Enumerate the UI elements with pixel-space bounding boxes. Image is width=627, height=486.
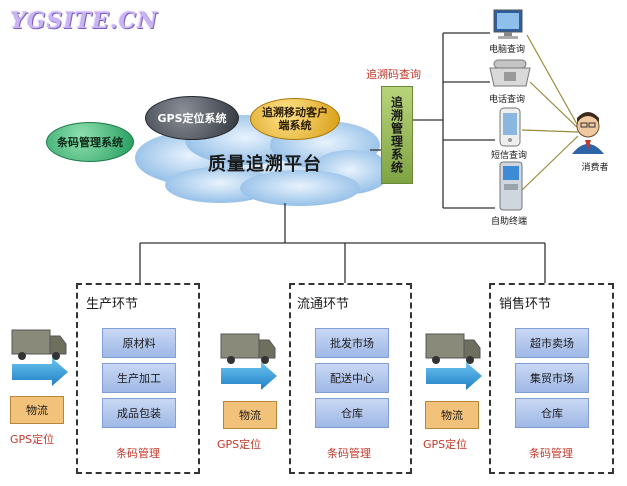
flow-arrow xyxy=(221,362,277,390)
system-label: GPS定位系统 xyxy=(157,111,227,125)
stage-item: 仓库 xyxy=(515,398,589,428)
query-system-label: 追溯管理系统 xyxy=(389,96,404,174)
stage-item: 原材料 xyxy=(102,328,176,358)
stage-box-circulation: 流通环节 批发市场 配送中心 仓库 条码管理 xyxy=(289,283,412,474)
consumer-icon xyxy=(572,112,604,154)
kiosk-icon xyxy=(499,161,523,211)
flow-arrow xyxy=(12,358,68,386)
stage-box-production: 生产环节 原材料 生产加工 成品包装 条码管理 xyxy=(76,283,200,474)
watermark: YGSITE.CN xyxy=(10,8,159,34)
gps-label: GPS定位 xyxy=(10,433,55,446)
computer-icon xyxy=(493,9,523,39)
mobile-phone-icon xyxy=(499,107,521,147)
logistics-box: 物流 xyxy=(425,401,479,429)
stage-title: 生产环节 xyxy=(86,297,139,312)
system-label: 追溯移动客户端系统 xyxy=(262,106,328,132)
system-label: 条码管理系统 xyxy=(57,135,123,149)
telephone-icon xyxy=(489,59,531,87)
stage-item: 生产加工 xyxy=(102,363,176,393)
channel-label-sms: 短信查询 xyxy=(490,151,527,161)
code-query-label: 追溯码查询 xyxy=(366,68,421,81)
stage-title: 销售环节 xyxy=(499,297,552,312)
logistics-box: 物流 xyxy=(223,401,277,429)
stage-item: 集贸市场 xyxy=(515,363,589,393)
logistics-box: 物流 xyxy=(10,396,64,424)
stage-item: 超市卖场 xyxy=(515,328,589,358)
stage-footer: 条码管理 xyxy=(529,447,573,460)
system-oval-barcode: 条码管理系统 xyxy=(46,122,134,162)
truck-icon xyxy=(220,333,276,364)
stage-item: 仓库 xyxy=(315,398,389,428)
truck-icon xyxy=(11,329,67,360)
truck-icon xyxy=(425,333,481,364)
system-oval-mobile: 追溯移动客户端系统 xyxy=(250,98,340,140)
gps-label: GPS定位 xyxy=(423,438,468,451)
query-system-box: 追溯管理系统 xyxy=(381,86,413,184)
stage-item: 批发市场 xyxy=(315,328,389,358)
consumer-label: 消费者 xyxy=(581,163,609,173)
gps-label: GPS定位 xyxy=(217,438,262,451)
stage-title: 流通环节 xyxy=(297,297,350,312)
stage-item: 配送中心 xyxy=(315,363,389,393)
stage-item: 成品包装 xyxy=(102,398,176,428)
channel-label-kiosk: 自助终端 xyxy=(490,217,527,227)
consumer-links xyxy=(521,34,579,191)
stage-box-sales: 销售环节 超市卖场 集贸市场 仓库 条码管理 xyxy=(489,283,614,474)
stage-footer: 条码管理 xyxy=(116,447,160,460)
platform-title: 质量追溯平台 xyxy=(208,154,322,175)
flow-arrow xyxy=(426,362,482,390)
channel-label-phone: 电话查询 xyxy=(488,95,525,105)
channel-label-computer: 电脑查询 xyxy=(488,45,525,55)
stage-footer: 条码管理 xyxy=(327,447,371,460)
system-oval-gps: GPS定位系统 xyxy=(145,96,239,140)
